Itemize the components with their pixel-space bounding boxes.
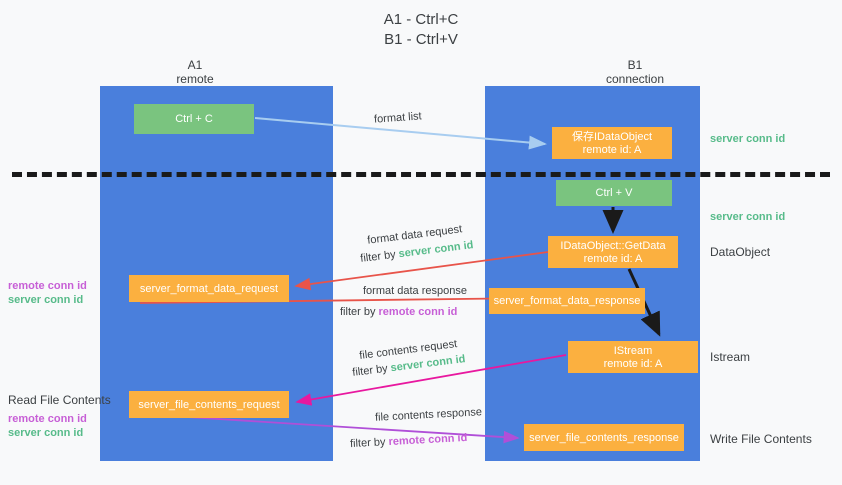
column-a1-name: A1: [187, 58, 203, 72]
node-server-file-contents-response[interactable]: server_file_contents_response: [524, 424, 684, 451]
filter-value-remote-conn-id: remote conn id: [378, 306, 458, 318]
node-istream-line2: remote id: A: [603, 357, 663, 370]
column-b1-sub: connection: [605, 72, 665, 86]
label-left-remote-conn-id-1: remote conn id: [8, 280, 87, 292]
label-right-server-conn-id-top: server conn id: [710, 133, 786, 145]
label-left-server-conn-id-2: server conn id: [8, 427, 84, 439]
edge-label-format-data-response-filter: filter by remote conn id: [340, 305, 457, 319]
node-idataobject-line1: 保存IDataObject: [571, 130, 653, 143]
label-right-dataobject: DataObject: [710, 245, 771, 259]
label-left-remote-conn-id-2: remote conn id: [8, 413, 87, 425]
label-left-conn-ids-bottom: remote conn id server conn id: [8, 412, 87, 440]
label-left-conn-ids-top: remote conn id server conn id: [8, 279, 87, 307]
column-header-b1: B1 connection: [560, 58, 710, 86]
node-getdata-line2: remote id: A: [583, 252, 643, 265]
label-left-read-file-contents: Read File Contents: [8, 393, 111, 407]
node-getdata-line1: IDataObject::GetData: [560, 239, 666, 252]
filter-prefix: filter by: [340, 306, 379, 318]
node-istream[interactable]: IStream remote id: A: [568, 341, 698, 373]
title-line-1: A1 - Ctrl+C: [383, 11, 459, 28]
node-server-file-contents-request-label: server_file_contents_request: [138, 398, 280, 411]
column-header-a1: A1 remote: [120, 58, 270, 86]
node-ctrl-v-label: Ctrl + V: [595, 187, 633, 199]
label-left-server-conn-id-1: server conn id: [8, 294, 84, 306]
label-right-istream: Istream: [710, 350, 751, 364]
edge-label-format-list: format list: [373, 110, 423, 126]
label-right-write-file-contents: Write File Contents: [710, 432, 812, 446]
filter-value-remote-conn-id: remote conn id: [388, 431, 468, 449]
node-server-format-data-response-label: server_format_data_response: [493, 295, 641, 307]
node-ctrl-c-label: Ctrl + C: [175, 113, 213, 125]
label-right-server-conn-id-mid: server conn id: [710, 211, 786, 223]
node-idataobject-getdata[interactable]: IDataObject::GetData remote id: A: [548, 236, 678, 268]
node-server-file-contents-response-label: server_file_contents_response: [529, 431, 679, 444]
page-title: A1 - Ctrl+C B1 - Ctrl+V: [0, 10, 842, 50]
title-line-2: B1 - Ctrl+V: [384, 31, 458, 48]
node-idataobject-line2: remote id: A: [582, 143, 642, 156]
node-server-format-data-request[interactable]: server_format_data_request: [129, 275, 289, 302]
edge-label-file-contents-response-filter: filter by remote conn id: [350, 431, 468, 451]
node-server-file-contents-request[interactable]: server_file_contents_request: [129, 391, 289, 418]
column-a1-sub: remote: [176, 72, 214, 86]
edge-label-file-contents-response: file contents response: [374, 406, 483, 424]
phase-divider: [12, 172, 830, 177]
node-server-format-data-request-label: server_format_data_request: [139, 282, 279, 295]
node-server-format-data-response[interactable]: server_format_data_response: [489, 288, 645, 314]
node-idataobject[interactable]: 保存IDataObject remote id: A: [552, 127, 672, 159]
node-istream-line1: IStream: [613, 344, 653, 357]
filter-prefix: filter by: [349, 436, 389, 451]
filter-prefix: filter by: [351, 362, 392, 379]
node-ctrl-v[interactable]: Ctrl + V: [556, 180, 672, 206]
edge-label-format-data-response: format data response: [363, 285, 467, 297]
column-b1-name: B1: [627, 58, 643, 72]
filter-prefix: filter by: [359, 248, 400, 265]
node-ctrl-c[interactable]: Ctrl + C: [134, 104, 254, 134]
